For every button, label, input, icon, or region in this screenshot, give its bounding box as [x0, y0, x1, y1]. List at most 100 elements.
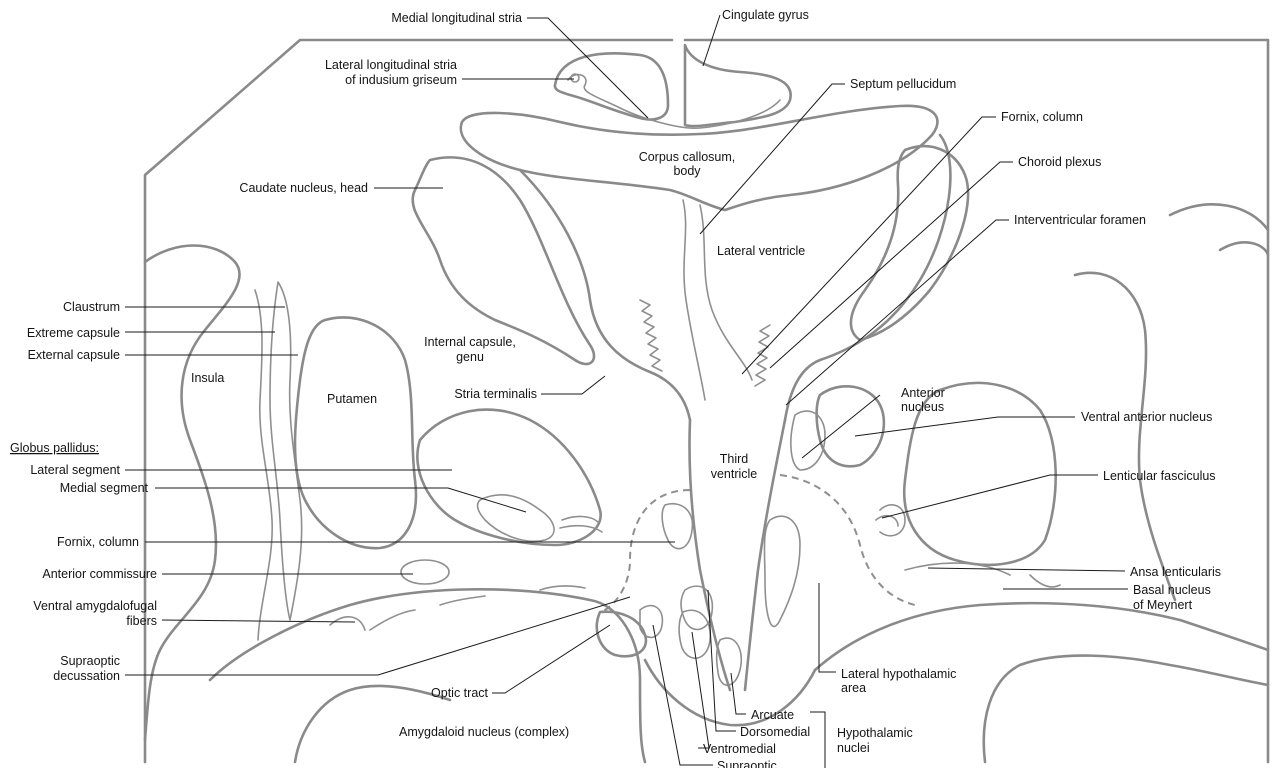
label-fornix-column-left: Fornix, column: [57, 535, 139, 549]
label-lateral-hypothalamic-line2: area: [841, 681, 866, 695]
dorsomedial-nucleus: [680, 585, 714, 631]
label-interventricular-foramen: Interventricular foramen: [1014, 213, 1146, 227]
right-base: [813, 601, 1270, 672]
label-supraoptic: Supraoptic: [717, 759, 777, 768]
leader-lateral-hypothalamic: [818, 583, 836, 673]
label-third-ventricle-line2: ventricle: [711, 467, 758, 481]
amygdalofugal-strands: [329, 585, 586, 631]
claustrum-shape: [269, 281, 303, 621]
lenticular-swirl-left: [559, 515, 603, 533]
leader-lines: [125, 14, 1128, 768]
septum-pellucidum-line: [682, 199, 706, 401]
label-lateral-segment: Lateral segment: [30, 463, 120, 477]
label-lateral-ventricle: Lateral ventricle: [717, 244, 805, 258]
label-lateral-longitudinal-stria-line1: Lateral longitudinal stria: [325, 58, 457, 72]
leader-arcuate: [730, 672, 746, 715]
label-internal-capsule-line1: Internal capsule,: [424, 335, 516, 349]
label-hypothalamic-nuclei-line2: nuclei: [837, 741, 870, 755]
choroid-plexus-right: [754, 324, 771, 387]
leader-fornix-column-right: [741, 116, 996, 375]
right-lentiform: [902, 381, 1057, 567]
right-medial-temporal: [982, 654, 1270, 764]
label-external-capsule: External capsule: [28, 348, 120, 362]
left-lateral-ventricle-wall: [518, 168, 692, 422]
label-internal-capsule-line2: genu: [456, 350, 484, 364]
hypothalamic-base: [643, 658, 817, 727]
leader-interventricular-foramen: [785, 219, 1009, 406]
label-caudate-nucleus-head: Caudate nucleus, head: [239, 181, 368, 195]
leader-medial-segment: [155, 487, 527, 513]
label-arcuate: Arcuate: [751, 708, 794, 722]
leader-supraoptic: [652, 624, 713, 766]
anterior-commissure-shape: [400, 559, 450, 585]
label-anterior-nucleus-line1: Anterior: [901, 386, 945, 400]
label-supraoptic-decussation-line2: decussation: [53, 669, 120, 683]
globus-pallidus: [416, 408, 602, 547]
label-ventral-amygdalofugal-line1: Ventral amygdalofugal: [33, 599, 157, 613]
label-hypothalamic-nuclei-line1: Hypothalamic: [837, 726, 913, 740]
right-caudate-nucleus: [849, 144, 970, 342]
putamen: [293, 316, 418, 550]
label-basal-nucleus-line2: of Meynert: [1133, 598, 1193, 612]
leader-cingulate-gyrus: [702, 14, 721, 67]
leader-lenticular-fasciculus: [881, 474, 1098, 519]
right-cingulate-gyrus: [683, 43, 792, 128]
label-corpus-callosum-line2: body: [673, 164, 701, 178]
septum-pellucidum-line-2: [699, 204, 753, 381]
caudate-nucleus-head: [411, 156, 596, 366]
corpus-callosum-body: [459, 104, 939, 212]
optic-tract-shape: [595, 610, 648, 658]
ventromedial-nucleus: [678, 609, 711, 660]
leader-supraoptic-decussation: [125, 596, 631, 676]
label-medial-segment: Medial segment: [60, 481, 149, 495]
leader-anterior-nucleus: [801, 394, 881, 459]
label-lenticular-fasciculus: Lenticular fasciculus: [1103, 469, 1216, 483]
leader-medial-longitudinal-stria: [527, 17, 649, 119]
lateral-stria-dot: [570, 73, 580, 83]
amygdala-and-base: [208, 588, 647, 764]
leader-ventromedial: [691, 631, 710, 749]
anatomy-drawing: [143, 38, 1270, 764]
leader-septum-pellucidum: [699, 83, 845, 235]
label-ventral-anterior-nucleus: Ventral anterior nucleus: [1081, 410, 1212, 424]
label-anterior-nucleus-line2: nucleus: [901, 400, 944, 414]
extreme-capsule-line: [254, 289, 273, 641]
leader-ansa-lenticularis: [927, 567, 1126, 572]
right-temporal-lobe: [1168, 203, 1270, 257]
label-lateral-hypothalamic-line1: Lateral hypothalamic: [841, 667, 956, 681]
label-ventromedial: Ventromedial: [703, 742, 776, 756]
section-frame: [143, 38, 1270, 764]
label-putamen: Putamen: [327, 392, 377, 406]
fornix-column-shape: [661, 503, 694, 550]
label-ansa-lenticularis: Ansa lenticularis: [1130, 565, 1221, 579]
indusium-griseum: [567, 73, 781, 129]
medial-pallidus: [476, 494, 555, 543]
left-medial-temporal: [293, 684, 452, 764]
label-stria-terminalis: Stria terminalis: [454, 387, 537, 401]
label-choroid-plexus: Choroid plexus: [1018, 155, 1101, 169]
label-supraoptic-decussation-line1: Supraoptic: [60, 654, 120, 668]
label-fornix-column-right: Fornix, column: [1001, 110, 1083, 124]
label-anterior-commissure: Anterior commissure: [42, 567, 157, 581]
third-ventricle-right-wall: [743, 418, 787, 692]
left-cingulate-gyrus: [553, 52, 670, 121]
leader-ventral-amygdalofugal: [161, 619, 356, 623]
right-lateral-ventricle-wall: [783, 133, 952, 422]
label-third-ventricle-line1: Third: [720, 452, 749, 466]
hypothalamus-boundary-right: [779, 474, 916, 606]
lenticular-swirl-right: [875, 504, 906, 537]
choroid-plexus-left: [639, 299, 663, 372]
label-optic-tract: Optic tract: [431, 686, 488, 700]
ansa-lenticularis-line: [904, 562, 1011, 576]
right-insular-cortex: [1073, 271, 1177, 602]
insular-cortex: [143, 244, 241, 742]
leader-stria-terminalis: [541, 375, 606, 395]
label-lateral-longitudinal-stria-line2: of indusium griseum: [345, 73, 457, 87]
leader-optic-tract: [492, 624, 611, 694]
leader-choroid-plexus: [769, 161, 1013, 369]
label-amygdaloid-nucleus: Amygdaloid nucleus (complex): [399, 725, 569, 739]
third-ventricle-left-wall: [688, 418, 732, 692]
anterior-nucleus: [815, 385, 886, 468]
